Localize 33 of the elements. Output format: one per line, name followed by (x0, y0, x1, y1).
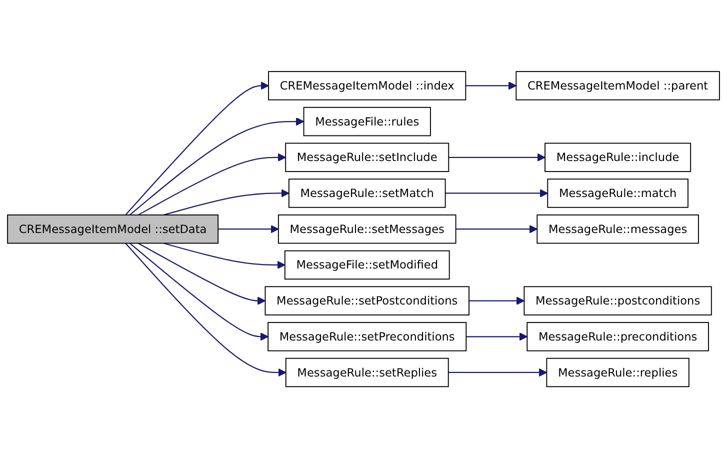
arrow (138, 242, 266, 305)
node-box: MessageRule::setPreconditions (268, 322, 467, 352)
arrow (125, 81, 269, 216)
node-box: MessageRule::preconditions (526, 322, 709, 352)
arrow (469, 296, 525, 305)
node-box: MessageFile::rules (303, 106, 431, 136)
node-box: MessageRule::messages (536, 214, 699, 244)
node-box: MessageRule::setPostconditions (264, 286, 470, 316)
arrow (164, 189, 290, 216)
arrow (164, 242, 286, 269)
arrow (456, 224, 538, 234)
node-box: MessageRule::setInclude (285, 142, 450, 172)
arrow (466, 81, 517, 90)
arrow (125, 242, 286, 377)
arrow (448, 368, 548, 377)
node-box: MessageRule::replies (546, 358, 690, 388)
arrow (218, 224, 279, 234)
arrow (448, 153, 546, 162)
node-box: MessageRule::setMatch (288, 178, 446, 208)
node-box: MessageRule::postconditions (524, 286, 712, 316)
node-box: CREMessageItemModel ::parent (516, 70, 720, 100)
arrow (129, 242, 268, 341)
arrow (138, 153, 286, 216)
node-box: MessageFile::setModified (284, 250, 450, 280)
node-box: MessageRule::match (547, 178, 688, 208)
arrow (445, 189, 548, 198)
arrow (129, 117, 304, 216)
node-box: MessageRule::setReplies (285, 358, 449, 388)
node-box: MessageRule::include (544, 142, 692, 172)
node-box: CREMessageItemModel ::index (268, 70, 466, 100)
node-box: CREMessageItemModel ::setData (7, 214, 219, 244)
arrow (466, 332, 528, 341)
node-box: MessageRule::setMessages (278, 214, 456, 244)
